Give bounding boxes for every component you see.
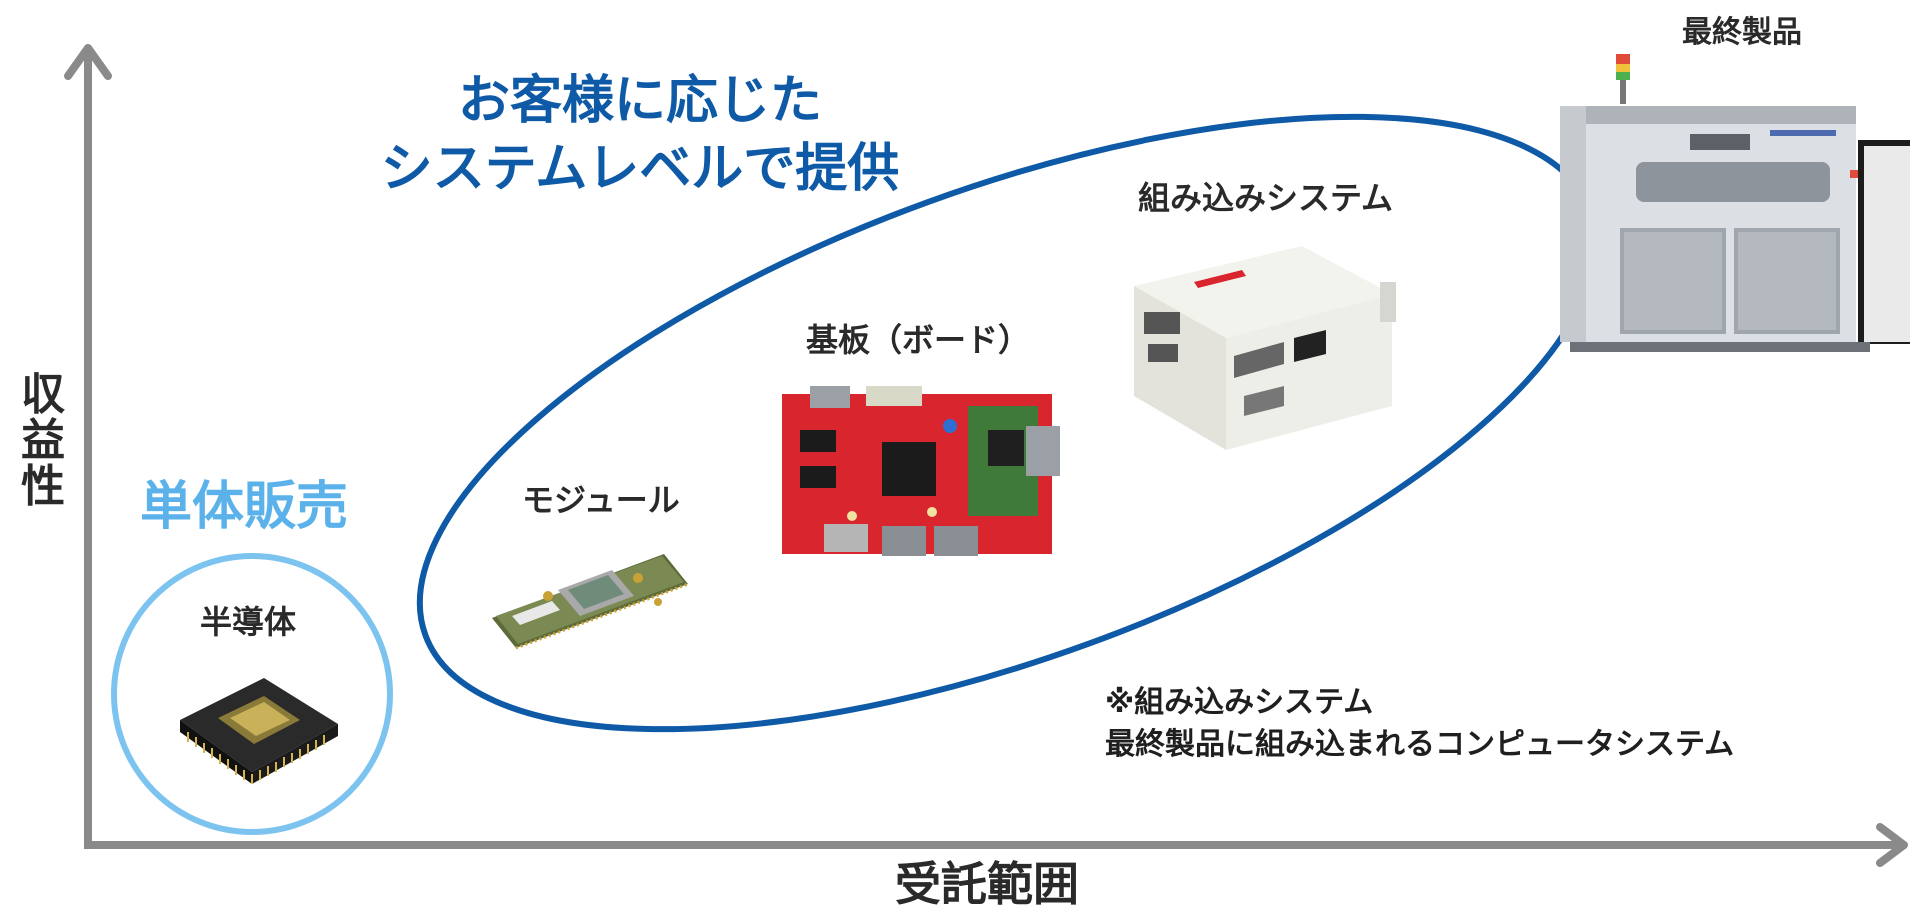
semiconductor-label: 半導体 bbox=[200, 603, 297, 641]
headline-line-2: システムレベルで提供 bbox=[380, 138, 900, 199]
single-sale-label: 単体販売 bbox=[140, 477, 349, 537]
y-axis-label: 収益性 bbox=[21, 369, 65, 513]
embedded-box-icon bbox=[1134, 246, 1396, 450]
headline: お客様に応じた システムレベルで提供 bbox=[380, 68, 900, 203]
industrial-machine-icon bbox=[1560, 54, 1910, 352]
module-label: モジュール bbox=[522, 481, 680, 519]
board-label: 基板（ボード） bbox=[806, 321, 1031, 359]
embedded-system-label: 組み込みシステム bbox=[1138, 179, 1394, 217]
x-axis-arrowhead bbox=[1876, 823, 1908, 867]
headline-line-1: お客様に応じた bbox=[457, 71, 822, 131]
note-line-2: 最終製品に組み込まれるコンピュータシステム bbox=[1105, 727, 1735, 762]
final-product-label: 最終製品 bbox=[1682, 15, 1802, 50]
module-board-icon bbox=[492, 554, 689, 650]
note-line-1: ※組み込みシステム bbox=[1105, 685, 1374, 720]
embedded-system-note: ※組み込みシステム 最終製品に組み込まれるコンピュータシステム bbox=[1105, 682, 1734, 766]
circuit-board-icon bbox=[782, 386, 1060, 556]
x-axis-label: 受託範囲 bbox=[895, 857, 1079, 911]
chip-icon bbox=[180, 678, 338, 784]
y-axis-arrowhead bbox=[64, 44, 112, 80]
